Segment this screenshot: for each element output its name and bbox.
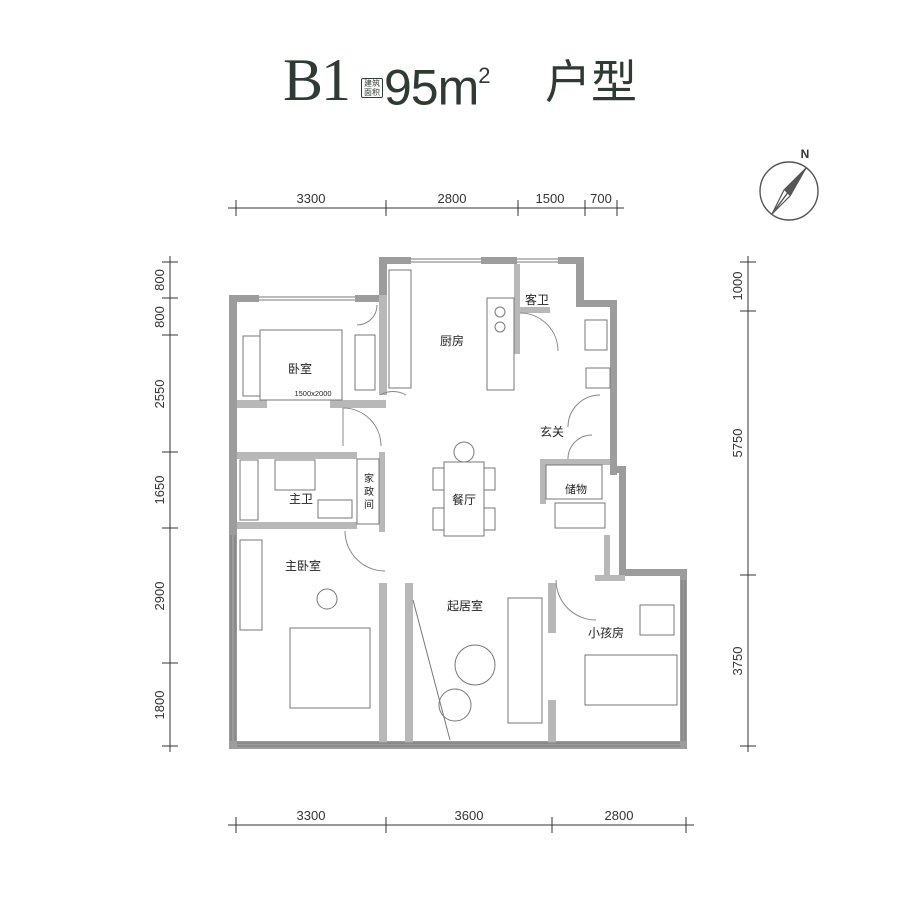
bottom-dimension-line [228, 817, 694, 833]
room-label-kitchen: 厨房 [440, 333, 464, 348]
left-dim-4: 1650 [152, 476, 167, 505]
exterior-walls [229, 257, 687, 749]
bed-size-label: 1500x2000 [294, 389, 331, 398]
compass-north-label: N [801, 147, 810, 161]
top-dimension-line [228, 200, 624, 216]
doors [342, 304, 601, 621]
unit-type-label: 户型 [545, 55, 637, 109]
unit-model: B1 [283, 47, 351, 113]
right-dim-1: 1000 [730, 272, 745, 301]
furniture [239, 269, 678, 741]
master-bed [289, 627, 371, 709]
area-unit-sup: 2 [478, 63, 490, 88]
windows [230, 258, 686, 747]
room-label-housekeeping-3: 间 [364, 498, 374, 511]
right-dim-2: 5750 [730, 429, 745, 458]
bottom-dim-2: 3600 [455, 808, 484, 823]
north-compass-icon: N [759, 147, 819, 221]
kids-bed [584, 654, 678, 706]
sofa [507, 597, 543, 724]
room-label-living-room: 起居室 [447, 598, 483, 613]
left-dim-2: 800 [152, 306, 167, 328]
left-dim-3: 2550 [152, 380, 167, 409]
top-dim-4: 700 [590, 191, 612, 206]
room-label-storage: 储物 [565, 482, 587, 496]
room-label-master-bedroom: 主卧室 [285, 558, 321, 573]
interior-walls [237, 264, 625, 743]
top-dim-2: 2800 [438, 191, 467, 206]
room-label-master-bath: 主卫 [289, 492, 313, 506]
room-label-foyer: 玄关 [540, 424, 564, 439]
bottom-dim-3: 2800 [605, 808, 634, 823]
left-dim-5: 2900 [152, 582, 167, 611]
left-dim-1: 800 [152, 269, 167, 291]
room-label-kids-room: 小孩房 [588, 625, 624, 640]
top-dim-3: 1500 [536, 191, 565, 206]
room-label-bedroom: 卧室 [288, 361, 312, 376]
area-value: 95m [384, 59, 479, 116]
area-badge: 建筑面积 [361, 78, 383, 98]
bottom-dim-1: 3300 [297, 808, 326, 823]
left-dimension-line [162, 256, 178, 752]
unit-area: 95m2 [384, 50, 491, 118]
room-labels: 卧室 1500x2000 厨房 客卫 玄关 主卫 家 政 间 餐厅 储物 主卧室… [285, 292, 624, 640]
badge-line-1: 建筑 [364, 79, 380, 88]
room-label-housekeeping-2: 政 [364, 485, 374, 498]
room-label-guest-bath: 客卫 [525, 292, 549, 307]
top-dim-1: 3300 [297, 191, 326, 206]
right-dim-3: 3750 [730, 647, 745, 676]
right-dimension-line [740, 256, 756, 752]
badge-line-2: 面积 [364, 88, 380, 97]
plan-title: B1 建筑面积 95m2 户型 [0, 40, 919, 130]
room-label-housekeeping-1: 家 [364, 472, 374, 485]
room-label-dining: 餐厅 [452, 492, 476, 507]
left-dim-6: 1800 [152, 691, 167, 720]
